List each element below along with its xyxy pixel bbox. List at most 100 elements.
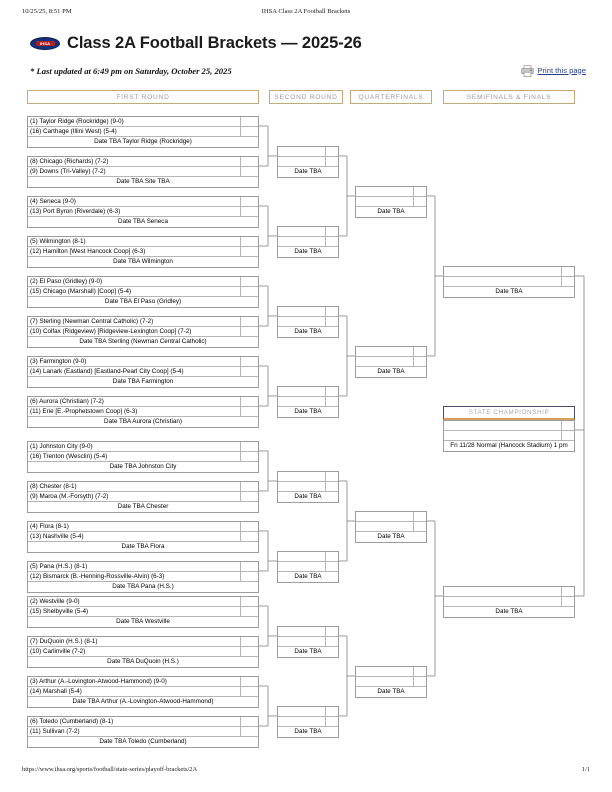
team-slot-top: (1) Taylor Ridge (Rockridge) (9-0)	[28, 117, 258, 127]
team-slot-bottom: (10) Carlinville (7-2)	[28, 647, 258, 657]
round-header-semifinals-finals: SEMIFINALS & FINALS	[443, 90, 575, 104]
score-cell	[240, 727, 258, 736]
team-slot-bottom	[356, 357, 426, 367]
team-slot-top: (2) Westville (9-0)	[28, 597, 258, 607]
team-slot-bottom	[278, 397, 338, 407]
first-round-match: (6) Toledo (Cumberland) (8-1)(11) Sulliv…	[27, 716, 259, 748]
first-round-match: (1) Johnston City (9-0)(16) Trenton (Wes…	[27, 441, 259, 473]
team-slot-bottom	[278, 237, 338, 247]
team-slot-bottom: (11) Erie [E.-Prophetstown Coop] (6-3)	[28, 407, 258, 417]
team-slot-top: (8) Chicago (Richards) (7-2)	[28, 157, 258, 167]
team-slot-top	[356, 347, 426, 357]
printer-icon	[521, 64, 535, 77]
semifinal-match: Date TBA	[443, 266, 575, 298]
team-slot-bottom	[278, 157, 338, 167]
score-cell	[413, 357, 426, 366]
score-cell	[325, 237, 338, 246]
second-round-match: Date TBA	[277, 146, 339, 178]
team-slot-top: (4) Seneca (9-0)	[28, 197, 258, 207]
second-round-match: Date TBA	[277, 226, 339, 258]
match-date-label: Date TBA	[377, 533, 405, 540]
score-cell	[240, 397, 258, 406]
score-cell	[325, 397, 338, 406]
team-slot-bottom: (15) Shelbyville (5-4)	[28, 607, 258, 617]
score-cell	[325, 317, 338, 326]
score-cell	[240, 407, 258, 416]
team-slot-top	[278, 387, 338, 397]
ihsa-logo-icon: IHSA	[30, 36, 60, 50]
first-round-match: (1) Taylor Ridge (Rockridge) (9-0)(16) C…	[27, 116, 259, 148]
score-cell	[413, 197, 426, 206]
score-cell	[325, 637, 338, 646]
score-cell	[240, 247, 258, 256]
match-date-label: Date TBA	[294, 573, 322, 580]
team-slot-top: (5) Wilmington (8-1)	[28, 237, 258, 247]
print-doc-title: IHSA Class 2A Football Brackets	[261, 8, 351, 15]
score-cell	[325, 472, 338, 481]
score-cell	[325, 562, 338, 571]
score-cell	[240, 637, 258, 646]
score-cell	[413, 522, 426, 531]
first-round-match: (6) Aurora (Christian) (7-2)(11) Erie [E…	[27, 396, 259, 428]
team-slot-top	[356, 667, 426, 677]
first-round-match: (2) El Paso (Gridley) (9-0)(15) Chicago …	[27, 276, 259, 308]
team-slot-top	[444, 267, 574, 277]
score-cell	[240, 277, 258, 286]
round-header-second-round: SECOND ROUND	[269, 90, 343, 104]
score-cell	[240, 717, 258, 726]
team-slot-top: (6) Toledo (Cumberland) (8-1)	[28, 717, 258, 727]
print-this-page[interactable]: Print this page	[521, 64, 586, 77]
team-slot-bottom	[444, 597, 574, 607]
match-date-label: Date TBA	[294, 168, 322, 175]
match-date-label: Date TBA Taylor Ridge (Rockridge)	[94, 138, 192, 145]
team-slot-bottom	[356, 522, 426, 532]
page-number: 1/1	[581, 766, 590, 773]
print-this-page-link[interactable]: Print this page	[537, 65, 586, 75]
team-slot-bottom: (11) Sullivan (7-2)	[28, 727, 258, 737]
first-round-match: (2) Westville (9-0)(15) Shelbyville (5-4…	[27, 596, 259, 628]
team-slot-top	[278, 627, 338, 637]
team-slot-bottom: (15) Chicago (Marshall) [Coop] (5-4)	[28, 287, 258, 297]
second-round-match: Date TBA	[277, 306, 339, 338]
semifinal-match: Date TBA	[443, 586, 575, 618]
team-slot-bottom: (13) Port Byron (Riverdale) (6-3)	[28, 207, 258, 217]
match-date-label: Date TBA	[294, 728, 322, 735]
team-slot-top: (5) Pana (H.S.) (8-1)	[28, 562, 258, 572]
team-slot-bottom: (12) Hamilton [West Hancock Coop] (6-3)	[28, 247, 258, 257]
team-slot-bottom: (9) Maroa (M.-Forsyth) (7-2)	[28, 492, 258, 502]
quarterfinal-match: Date TBA	[355, 511, 427, 543]
team-slot-bottom: (16) Carthage (Illini West) (5-4)	[28, 127, 258, 137]
score-cell	[413, 347, 426, 356]
score-cell	[240, 532, 258, 541]
score-cell	[240, 647, 258, 656]
round-header-first-round: FIRST ROUND	[27, 90, 259, 104]
state-championship-header: STATE CHAMPIONSHIP	[443, 406, 575, 420]
score-cell	[240, 572, 258, 581]
first-round-match: (8) Chester (8-1)(9) Maroa (M.-Forsyth) …	[27, 481, 259, 513]
score-cell	[325, 147, 338, 156]
match-date-label: Fri 11/28 Normal (Hancock Stadium) 1 pm	[450, 442, 568, 449]
match-date-label: Date TBA Site TBA	[116, 178, 170, 185]
second-round-match: Date TBA	[277, 471, 339, 503]
ihsa-logo-text: IHSA	[39, 40, 51, 46]
quarterfinal-match: Date TBA	[355, 346, 427, 378]
score-cell	[325, 707, 338, 716]
match-date-label: Date TBA El Paso (Gridley)	[104, 298, 182, 305]
print-header: 10/25/25, 8:51 PM IHSA Class 2A Football…	[0, 8, 612, 20]
score-cell	[325, 627, 338, 636]
team-slot-bottom	[278, 562, 338, 572]
match-date-label: Date TBA Flora	[121, 543, 165, 550]
score-cell	[240, 197, 258, 206]
match-date-label: Date TBA	[377, 688, 405, 695]
score-cell	[325, 227, 338, 236]
score-cell	[413, 187, 426, 196]
match-date-label: Date TBA DuQuoin (H.S.)	[107, 658, 179, 665]
score-cell	[240, 117, 258, 126]
match-date-label: Date TBA Toledo (Cumberland)	[99, 738, 187, 745]
first-round-match: (3) Farmington (9-0)(14) Lanark (Eastlan…	[27, 356, 259, 388]
match-date-label: Date TBA Sterling (Newman Central Cathol…	[79, 338, 207, 345]
score-cell	[325, 307, 338, 316]
print-timestamp: 10/25/25, 8:51 PM	[22, 8, 72, 15]
team-slot-bottom: (14) Marshall (5-4)	[28, 687, 258, 697]
match-date-label: Date TBA Aurora (Christian)	[104, 418, 182, 425]
